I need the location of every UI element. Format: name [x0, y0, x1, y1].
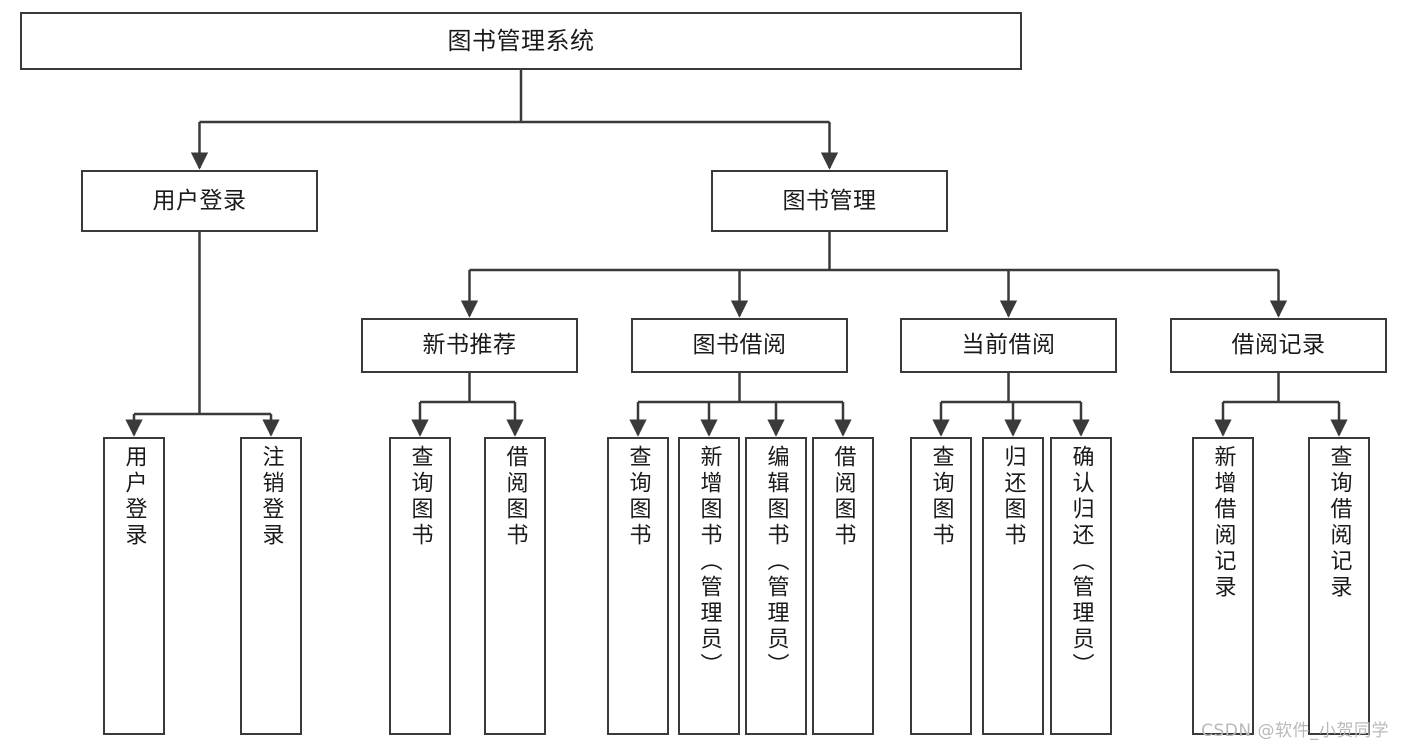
node-leaf-query-book-a[interactable]: 查询图书: [389, 437, 451, 735]
node-leaf-borrow-book-b[interactable]: 借阅图书: [812, 437, 874, 735]
node-leaf-confirm-return[interactable]: 确认归还（管理员）: [1050, 437, 1112, 735]
node-leaf-query-book-b-label: 查询图书: [625, 445, 651, 549]
node-leaf-add-book[interactable]: 新增图书（管理员）: [678, 437, 740, 735]
node-current-borrow-label: 当前借阅: [961, 332, 1056, 358]
node-leaf-user-logout[interactable]: 注销登录: [240, 437, 302, 735]
node-book-manage-label: 图书管理: [782, 187, 877, 214]
node-book-borrow[interactable]: 图书借阅: [631, 318, 848, 373]
node-leaf-edit-book-label: 编辑图书（管理员）: [763, 445, 789, 679]
node-user-login-label: 用户登录: [152, 187, 247, 214]
node-leaf-user-login-label: 用户登录: [121, 445, 147, 549]
node-leaf-add-record-label: 新增借阅记录: [1210, 445, 1236, 601]
node-leaf-add-record[interactable]: 新增借阅记录: [1192, 437, 1254, 735]
node-current-borrow[interactable]: 当前借阅: [900, 318, 1117, 373]
node-leaf-borrow-book-a-label: 借阅图书: [502, 445, 528, 549]
node-leaf-return-book[interactable]: 归还图书: [982, 437, 1044, 735]
node-leaf-query-record[interactable]: 查询借阅记录: [1308, 437, 1370, 735]
node-new-book-recommend[interactable]: 新书推荐: [361, 318, 578, 373]
node-leaf-edit-book[interactable]: 编辑图书（管理员）: [745, 437, 807, 735]
node-leaf-query-book-b[interactable]: 查询图书: [607, 437, 669, 735]
node-leaf-query-book-c[interactable]: 查询图书: [910, 437, 972, 735]
node-leaf-borrow-book-b-label: 借阅图书: [830, 445, 856, 549]
node-leaf-query-record-label: 查询借阅记录: [1326, 445, 1352, 601]
node-leaf-return-book-label: 归还图书: [1000, 445, 1026, 549]
node-root-label: 图书管理系统: [447, 27, 595, 55]
node-leaf-user-logout-label: 注销登录: [258, 445, 284, 549]
node-leaf-borrow-book-a[interactable]: 借阅图书: [484, 437, 546, 735]
node-book-borrow-label: 图书借阅: [692, 332, 787, 358]
node-leaf-user-login[interactable]: 用户登录: [103, 437, 165, 735]
node-borrow-record-label: 借阅记录: [1231, 332, 1326, 358]
node-book-manage[interactable]: 图书管理: [711, 170, 948, 232]
watermark: CSDN @软件_小贺同学: [1201, 721, 1389, 741]
node-user-login[interactable]: 用户登录: [81, 170, 318, 232]
node-borrow-record[interactable]: 借阅记录: [1170, 318, 1387, 373]
node-leaf-add-book-label: 新增图书（管理员）: [696, 445, 722, 679]
node-leaf-query-book-c-label: 查询图书: [928, 445, 954, 549]
node-leaf-query-book-a-label: 查询图书: [407, 445, 433, 549]
node-new-book-recommend-label: 新书推荐: [422, 332, 517, 358]
node-leaf-confirm-return-label: 确认归还（管理员）: [1068, 445, 1094, 679]
node-root[interactable]: 图书管理系统: [20, 12, 1022, 70]
